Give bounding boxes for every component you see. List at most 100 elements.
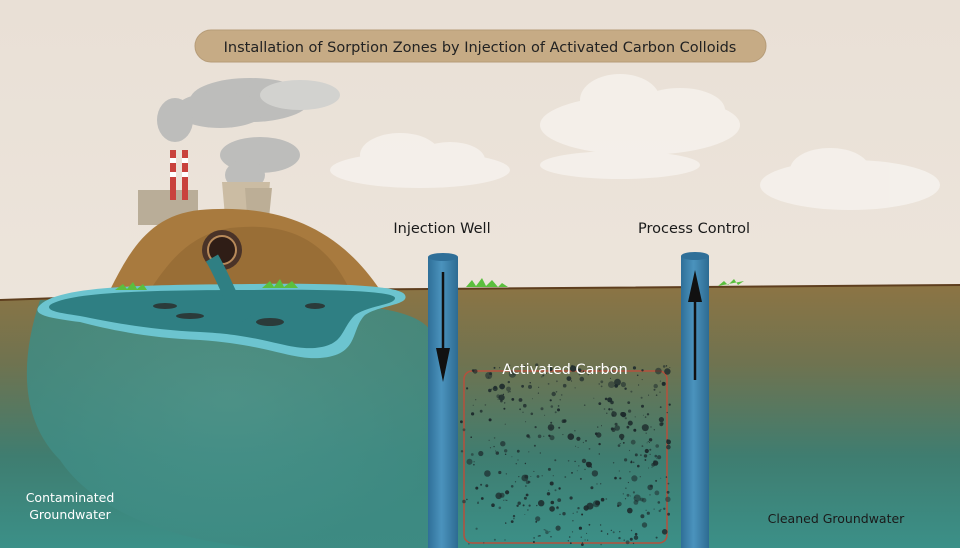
carbon-particle: [555, 391, 558, 393]
carbon-particle: [609, 365, 611, 367]
carbon-particle: [504, 402, 506, 404]
carbon-particle: [507, 380, 510, 384]
carbon-particle: [619, 531, 621, 533]
carbon-particle: [557, 408, 560, 412]
carbon-particle: [547, 467, 551, 471]
carbon-particle: [528, 451, 530, 453]
carbon-particle: [472, 369, 478, 374]
carbon-particle: [627, 420, 633, 426]
carbon-particle: [567, 460, 570, 462]
carbon-particle: [471, 412, 475, 416]
carbon-particle: [554, 411, 557, 414]
carbon-particle: [537, 392, 540, 394]
carbon-particle: [657, 455, 662, 460]
carbon-particle: [643, 454, 648, 458]
carbon-particle: [634, 532, 638, 536]
carbon-particle: [578, 465, 580, 467]
carbon-particle: [598, 369, 601, 371]
carbon-particle: [562, 434, 564, 436]
carbon-particle: [648, 467, 650, 469]
injection-well: [428, 253, 458, 548]
carbon-particle: [625, 487, 627, 489]
carbon-particle: [618, 470, 620, 472]
carbon-particle: [566, 376, 572, 381]
carbon-particle: [586, 461, 592, 468]
carbon-particle: [627, 401, 631, 404]
carbon-particle: [528, 384, 532, 389]
carbon-particle: [551, 391, 556, 397]
carbon-particle: [600, 530, 603, 532]
carbon-particle: [472, 404, 474, 406]
carbon-particle: [462, 499, 466, 504]
carbon-particle: [634, 453, 638, 457]
carbon-particle: [557, 405, 560, 407]
carbon-particle: [517, 501, 521, 505]
carbon-particle: [654, 454, 658, 458]
carbon-particle: [521, 384, 524, 388]
carbon-particle: [614, 425, 620, 431]
carbon-particle: [633, 535, 639, 540]
carbon-particle: [599, 524, 602, 526]
carbon-particle: [597, 426, 599, 428]
carbon-particle: [491, 388, 493, 390]
carbon-particle: [511, 398, 515, 401]
carbon-particle: [504, 449, 508, 453]
carbon-particle: [483, 542, 485, 544]
carbon-particle: [560, 394, 563, 396]
carbon-particle: [644, 459, 647, 461]
carbon-particle: [638, 384, 640, 386]
carbon-particle: [524, 514, 526, 515]
carbon-particle: [610, 529, 612, 532]
carbon-particle: [666, 490, 670, 494]
carbon-particle: [503, 407, 506, 410]
carbon-particle: [583, 505, 589, 511]
carbon-particle: [529, 382, 531, 384]
carbon-particle: [603, 408, 606, 410]
carbon-particle: [645, 432, 647, 434]
carbon-particle: [480, 497, 484, 500]
carbon-particle: [636, 374, 639, 377]
carbon-particle: [533, 444, 536, 447]
carbon-particle: [667, 512, 670, 516]
carbon-particle: [598, 453, 600, 455]
carbon-particle: [508, 370, 517, 378]
carbon-particle: [581, 543, 584, 546]
carbon-particle: [626, 493, 630, 497]
carbon-particle: [479, 409, 483, 413]
carbon-particle: [523, 365, 526, 368]
smoke-icon: [157, 78, 340, 190]
carbon-particle: [504, 453, 507, 455]
carbon-particle: [648, 438, 653, 442]
carbon-particle: [505, 473, 507, 475]
carbon-particle: [601, 425, 602, 427]
carbon-particle: [470, 453, 474, 456]
carbon-particle: [633, 494, 641, 502]
carbon-particle: [519, 408, 521, 411]
carbon-particle: [559, 513, 561, 516]
carbon-particle: [541, 376, 543, 378]
carbon-particle: [518, 476, 520, 478]
carbon-particle: [550, 536, 552, 538]
carbon-particle: [518, 398, 523, 402]
carbon-particle: [627, 507, 633, 514]
carbon-particle: [572, 520, 574, 522]
carbon-particle: [522, 504, 525, 507]
carbon-particle: [666, 411, 668, 414]
carbon-particle: [531, 398, 533, 400]
carbon-particle: [634, 496, 636, 498]
carbon-particle: [491, 503, 495, 508]
carbon-particle: [605, 498, 608, 500]
carbon-particle: [611, 427, 616, 432]
carbon-particle: [612, 531, 615, 534]
carbon-particle: [653, 508, 655, 510]
carbon-particle: [648, 394, 650, 396]
carbon-particle: [577, 507, 580, 510]
carbon-particle: [478, 450, 484, 457]
carbon-particle: [668, 403, 671, 406]
carbon-particle: [627, 481, 630, 484]
carbon-particle: [542, 374, 545, 377]
carbon-particle: [527, 509, 529, 511]
carbon-particle: [588, 523, 591, 526]
carbon-particle: [574, 430, 576, 432]
carbon-particle: [556, 506, 559, 510]
